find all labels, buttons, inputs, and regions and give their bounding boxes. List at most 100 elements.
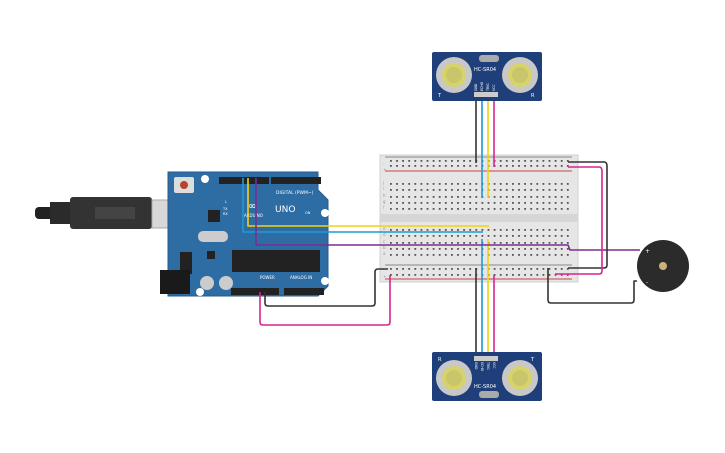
breadboard-hole[interactable]	[536, 248, 539, 250]
breadboard-hole[interactable]	[463, 242, 465, 244]
breadboard-hole[interactable]	[536, 183, 539, 185]
breadboard-hole[interactable]	[432, 242, 435, 244]
breadboard-hole[interactable]	[499, 183, 502, 185]
breadboard-hole[interactable]	[420, 202, 423, 204]
breadboard-hole[interactable]	[402, 274, 404, 276]
breadboard-hole[interactable]	[475, 196, 478, 198]
breadboard-hole[interactable]	[414, 248, 417, 250]
breadboard-hole[interactable]	[518, 208, 520, 210]
wire-rail-gnd-link[interactable]	[568, 161, 608, 269]
breadboard-hole[interactable]	[554, 183, 557, 185]
breadboard-hole[interactable]	[481, 235, 484, 237]
breadboard-hole[interactable]	[444, 254, 447, 256]
breadboard-hole[interactable]	[536, 254, 539, 256]
breadboard-hole[interactable]	[408, 268, 411, 270]
breadboard-hole[interactable]	[420, 235, 423, 237]
breadboard-hole[interactable]	[414, 160, 417, 162]
breadboard-hole[interactable]	[524, 229, 526, 231]
breadboard-hole[interactable]	[505, 229, 508, 231]
breadboard-hole[interactable]	[463, 165, 465, 167]
breadboard-hole[interactable]	[475, 242, 478, 244]
breadboard-hole[interactable]	[469, 189, 472, 191]
wire-buzzer-gnd[interactable]	[547, 268, 637, 304]
breadboard-hole[interactable]	[408, 165, 411, 167]
breadboard-hole[interactable]	[402, 248, 404, 250]
breadboard-hole[interactable]	[402, 160, 404, 162]
breadboard-hole[interactable]	[408, 202, 411, 204]
breadboard-hole[interactable]	[396, 248, 398, 250]
breadboard-hole[interactable]	[566, 183, 569, 185]
breadboard-hole[interactable]	[530, 254, 533, 256]
breadboard-hole[interactable]	[566, 235, 569, 237]
breadboard-hole[interactable]	[457, 160, 459, 162]
breadboard-hole[interactable]	[414, 235, 417, 237]
breadboard-hole[interactable]	[463, 160, 465, 162]
breadboard-hole[interactable]	[451, 183, 453, 185]
breadboard-hole[interactable]	[414, 208, 417, 210]
breadboard-hole[interactable]	[554, 242, 557, 244]
breadboard-hole[interactable]	[530, 248, 533, 250]
breadboard-hole[interactable]	[457, 248, 459, 250]
breadboard-hole[interactable]	[451, 208, 453, 210]
breadboard-hole[interactable]	[390, 189, 392, 191]
breadboard-hole[interactable]	[518, 235, 520, 237]
breadboard-hole[interactable]	[426, 268, 429, 270]
breadboard-hole[interactable]	[432, 254, 435, 256]
wire-rail-vcc-link[interactable]	[555, 166, 603, 275]
breadboard-hole[interactable]	[536, 208, 539, 210]
breadboard-hole[interactable]	[402, 196, 404, 198]
breadboard-hole[interactable]	[566, 196, 569, 198]
breadboard-hole[interactable]	[402, 268, 404, 270]
breadboard-hole[interactable]	[493, 268, 496, 270]
ultrasonic-sensor-bottom[interactable]: HC-SR04 R T GND ECHO TRIG VCC	[432, 352, 542, 401]
breadboard-hole[interactable]	[499, 208, 502, 210]
breadboard-hole[interactable]	[548, 248, 551, 250]
breadboard-hole[interactable]	[426, 254, 429, 256]
breadboard-hole[interactable]	[530, 229, 533, 231]
breadboard-hole[interactable]	[402, 165, 404, 167]
breadboard-hole[interactable]	[548, 189, 551, 191]
breadboard-hole[interactable]	[414, 196, 417, 198]
breadboard-hole[interactable]	[566, 189, 569, 191]
breadboard-hole[interactable]	[432, 235, 435, 237]
arduino-uno-board[interactable]: DIGITAL (PWM~) UNO ARDUINO ∞ POWER ANALO…	[160, 171, 329, 297]
breadboard-hole[interactable]	[414, 254, 417, 256]
breadboard-hole[interactable]	[463, 196, 465, 198]
breadboard-hole[interactable]	[414, 165, 417, 167]
breadboard-hole[interactable]	[414, 268, 417, 270]
breadboard-hole[interactable]	[512, 165, 514, 167]
breadboard-hole[interactable]	[432, 248, 435, 250]
breadboard-hole[interactable]	[560, 208, 563, 210]
breadboard-hole[interactable]	[548, 229, 551, 231]
breadboard-hole[interactable]	[512, 202, 514, 204]
breadboard-hole[interactable]	[469, 196, 472, 198]
breadboard-hole[interactable]	[469, 268, 472, 270]
breadboard-hole[interactable]	[475, 235, 478, 237]
breadboard-hole[interactable]	[554, 208, 557, 210]
breadboard-hole[interactable]	[451, 242, 453, 244]
breadboard-hole[interactable]	[438, 254, 441, 256]
piezo-buzzer[interactable]: + -	[637, 240, 689, 292]
breadboard-hole[interactable]	[396, 268, 398, 270]
breadboard-hole[interactable]	[536, 160, 539, 162]
breadboard-hole[interactable]	[530, 183, 533, 185]
breadboard-hole[interactable]	[566, 274, 569, 276]
breadboard-hole[interactable]	[438, 196, 441, 198]
breadboard-hole[interactable]	[518, 254, 520, 256]
breadboard-hole[interactable]	[451, 268, 453, 270]
breadboard-hole[interactable]	[505, 254, 508, 256]
breadboard-hole[interactable]	[426, 235, 429, 237]
breadboard-hole[interactable]	[426, 248, 429, 250]
breadboard-hole[interactable]	[512, 274, 514, 276]
breadboard-hole[interactable]	[505, 160, 508, 162]
breadboard-hole[interactable]	[542, 165, 545, 167]
breadboard-hole[interactable]	[390, 160, 392, 162]
breadboard-hole[interactable]	[542, 274, 545, 276]
breadboard-hole[interactable]	[524, 202, 526, 204]
breadboard-hole[interactable]	[499, 165, 502, 167]
breadboard-hole[interactable]	[524, 208, 526, 210]
breadboard-hole[interactable]	[499, 268, 502, 270]
breadboard-holes[interactable]	[390, 160, 569, 276]
breadboard-hole[interactable]	[457, 254, 459, 256]
breadboard-hole[interactable]	[542, 235, 545, 237]
